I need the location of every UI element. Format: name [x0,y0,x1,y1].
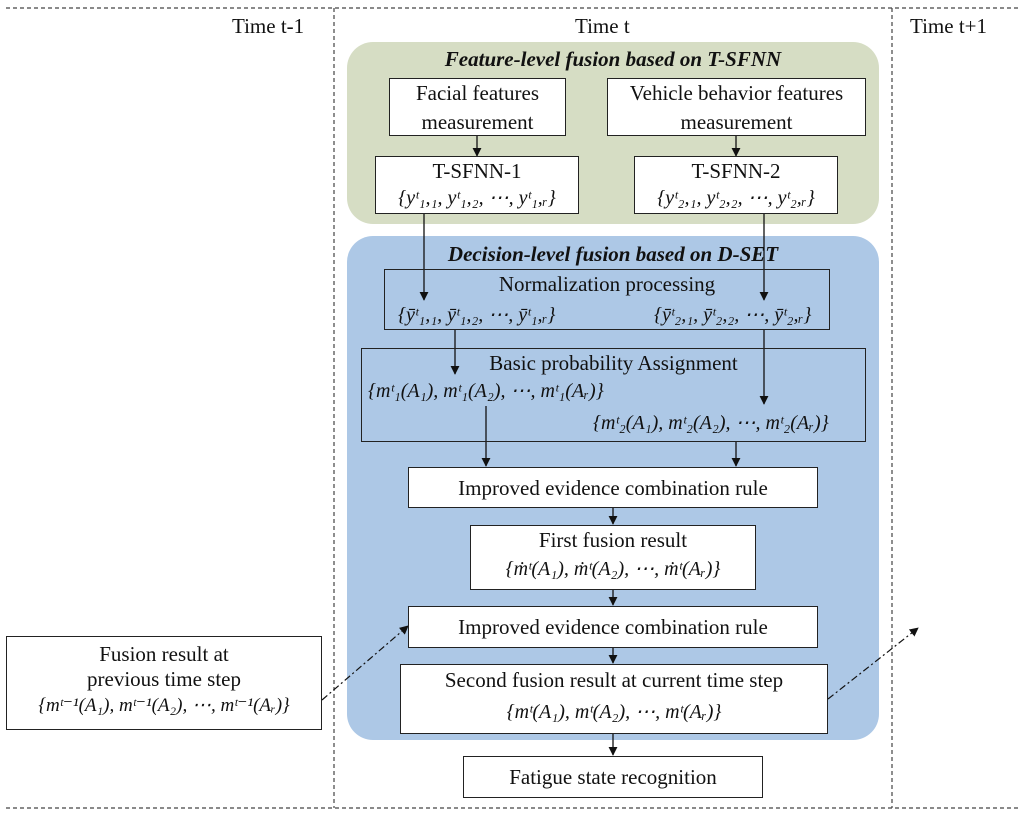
time-prev-label: Time t-1 [232,14,305,38]
normalization-box: Normalization processing [384,269,830,330]
combination-rule-box-1: Improved evidence combination rule [408,467,818,508]
vehicle-line-1: Vehicle behavior features [629,81,844,105]
bpa-formula-2: {mᵗ₂(A₁), mᵗ₂(A₂), ⋯, mᵗ₂(Aᵣ)} [593,412,829,434]
second-fusion-box: Second fusion result at current time ste… [400,664,828,734]
fatigue-recognition-box: Fatigue state recognition [463,756,763,798]
combination-rule-1-label: Improved evidence combination rule [458,476,768,500]
arrow-second-to-next [827,627,919,700]
first-fusion-formula: {ṁᵗ(A₁), ṁᵗ(A₂), ⋯, ṁᵗ(Aᵣ)} [505,558,721,580]
previous-result-line-1: Fusion result at [99,642,229,666]
previous-result-line-2: previous time step [87,667,241,691]
bpa-formula-1: {mᵗ₁(A₁), mᵗ₁(A₂), ⋯, mᵗ₁(Aᵣ)} [368,380,604,402]
fatigue-recognition-label: Fatigue state recognition [509,765,717,789]
tsfnn2-title: T-SFNN-2 [691,159,781,183]
facial-features-box: Facial features measurement [389,78,566,136]
tsfnn2-box: T-SFNN-2 {yᵗ₂,₁, yᵗ₂,₂, ⋯, yᵗ₂,ᵣ} [634,156,838,214]
feature-panel-title: Feature-level fusion based on T-SFNN [444,47,782,71]
combination-rule-2-label: Improved evidence combination rule [458,615,768,639]
previous-result-box: Fusion result at previous time step {mᵗ⁻… [6,636,322,730]
decision-panel-title: Decision-level fusion based on D-SET [447,242,779,266]
second-fusion-formula: {mᵗ(A₁), mᵗ(A₂), ⋯, mᵗ(Aᵣ)} [506,701,722,723]
normalization-formula-left: {ȳᵗ₁,₁, ȳᵗ₁,₂, ⋯, ȳᵗ₁,ᵣ} [398,304,556,326]
normalization-formula-right: {ȳᵗ₂,₁, ȳᵗ₂,₂, ⋯, ȳᵗ₂,ᵣ} [654,304,812,326]
bpa-box: Basic probability Assignment [361,348,866,442]
bpa-title: Basic probability Assignment [489,351,738,375]
time-curr-label: Time t [575,14,630,38]
vehicle-line-2: measurement [680,110,793,134]
vehicle-features-box: Vehicle behavior features measurement [607,78,866,136]
previous-result-formula: {mᵗ⁻¹(A₁), mᵗ⁻¹(A₂), ⋯, mᵗ⁻¹(Aᵣ)} [38,695,290,716]
second-fusion-title: Second fusion result at current time ste… [444,668,784,692]
combination-rule-box-2: Improved evidence combination rule [408,606,818,648]
normalization-title: Normalization processing [498,272,716,296]
first-fusion-title: First fusion result [538,528,688,552]
arrow-previous-to-comb2 [321,625,409,701]
tsfnn1-formula: {yᵗ₁,₁, yᵗ₁,₂, ⋯, yᵗ₁,ᵣ} [398,187,556,209]
facial-line-1: Facial features [415,81,540,105]
time-next-label: Time t+1 [910,14,988,38]
tsfnn1-title: T-SFNN-1 [432,159,522,183]
facial-line-2: measurement [421,110,534,134]
tsfnn2-formula: {yᵗ₂,₁, yᵗ₂,₂, ⋯, yᵗ₂,ᵣ} [657,187,815,209]
tsfnn1-box: T-SFNN-1 {yᵗ₁,₁, yᵗ₁,₂, ⋯, yᵗ₁,ᵣ} [375,156,579,214]
first-fusion-box: First fusion result {ṁᵗ(A₁), ṁᵗ(A₂), ⋯, … [470,525,756,590]
